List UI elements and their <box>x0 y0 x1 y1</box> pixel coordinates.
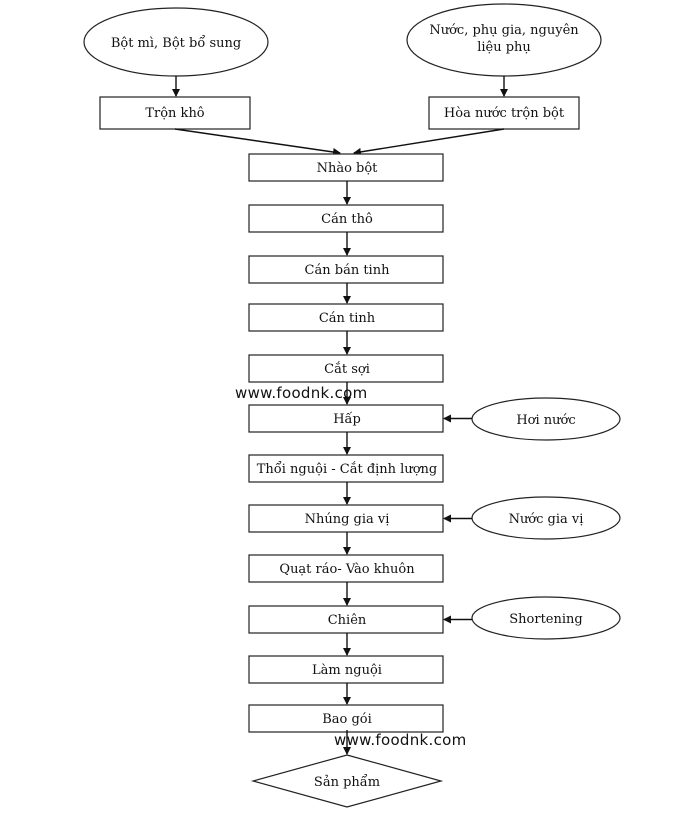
step-label: Cán tinh <box>319 311 376 326</box>
input-ellipse-water: Nước, phụ gia, nguyên liệu phụ <box>406 3 602 77</box>
step-label: Nhúng gia vị <box>305 512 390 527</box>
product-label: Sản phẩm <box>314 774 380 790</box>
step-label: Bao gói <box>322 712 372 727</box>
step-box: Cán bán tinh <box>248 255 444 284</box>
step-box: Cắt sợi <box>248 354 444 383</box>
step-box: Cán thô <box>248 204 444 233</box>
step-box: Thổi nguội - Cắt định lượng <box>248 454 444 483</box>
step-label: Quạt ráo- Vào khuôn <box>279 562 415 577</box>
input-water-label-line2: liệu phụ <box>477 40 531 55</box>
side-input-label: Shortening <box>509 612 582 627</box>
watermark-text-2: www.foodnk.com <box>334 731 467 749</box>
input-flour-label: Bột mì, Bột bổ sung <box>111 35 241 51</box>
step-box-water-mix: Hòa nước trộn bột <box>428 96 580 130</box>
arrow-dry-mix-to-kneading <box>174 128 341 156</box>
step-label: Làm nguội <box>312 663 382 678</box>
water-mix-label: Hòa nước trộn bột <box>444 106 565 121</box>
step-box: Nhúng gia vị <box>248 504 444 533</box>
input-water-label-line1: Nước, phụ gia, nguyên <box>429 23 579 38</box>
side-input-label: Hơi nước <box>516 413 575 428</box>
dry-mix-label: Trộn khô <box>145 106 204 121</box>
watermark-text-1: www.foodnk.com <box>235 384 368 402</box>
step-label: Hấp <box>333 411 361 427</box>
side-input-ellipse: Nước gia vị <box>471 496 621 540</box>
step-box: Hấp <box>248 404 444 433</box>
step-box: Nhào bột <box>248 153 444 182</box>
step-box: Chiên <box>248 605 444 634</box>
step-label: Cán thô <box>321 212 373 227</box>
step-box: Cán tinh <box>248 303 444 332</box>
step-label: Cán bán tinh <box>305 263 391 278</box>
input-ellipse-flour: Bột mì, Bột bổ sung <box>83 7 269 77</box>
step-box-dry-mix: Trộn khô <box>99 96 251 130</box>
step-box: Bao gói <box>248 704 444 733</box>
step-box: Quạt ráo- Vào khuôn <box>248 554 444 583</box>
step-label: Chiên <box>328 613 367 628</box>
side-input-ellipse: Shortening <box>471 596 621 640</box>
step-label: Nhào bột <box>317 161 379 176</box>
product-diamond: Sản phẩm <box>250 754 444 808</box>
step-box: Làm nguội <box>248 655 444 684</box>
side-input-ellipse: Hơi nước <box>471 397 621 441</box>
side-input-label: Nước gia vị <box>509 512 584 527</box>
step-label: Thổi nguội - Cắt định lượng <box>257 461 437 477</box>
arrow-water-mix-to-kneading <box>353 128 505 156</box>
step-label: Cắt sợi <box>324 361 370 377</box>
